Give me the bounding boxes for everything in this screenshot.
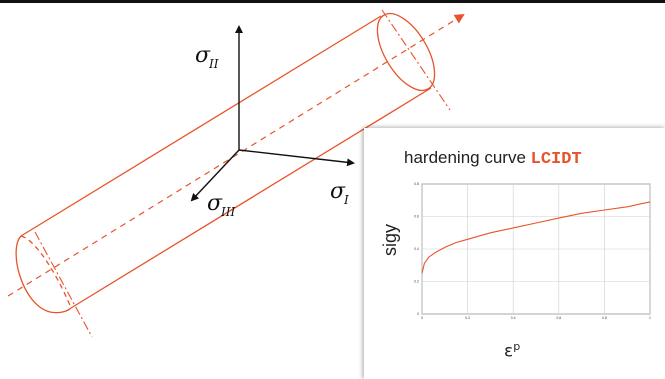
y-tick-label: 0 (417, 312, 419, 316)
sigma-II-subscript: II (208, 57, 219, 71)
x-tick-label: 0 (421, 316, 423, 320)
y-tick-label: 0.8 (414, 182, 419, 186)
inset-title: hardening curve LCIDT (404, 148, 582, 169)
x-tick-label: 0.4 (511, 316, 516, 320)
cylinder-start-cap-hidden (20, 235, 72, 309)
y-tick-label: 0.4 (414, 247, 419, 251)
hardening-curve-line (421, 201, 651, 274)
chart-ticks: 0 0.2 0.4 0.6 0.8 1 0 0.2 0.4 0.6 0.8 (414, 182, 651, 320)
inset-title-code: LCIDT (530, 150, 582, 169)
x-tick-label: 1 (649, 316, 651, 320)
cylinder-start-cap (15, 235, 72, 314)
sigma-I-symbol: σ (330, 179, 346, 204)
inset-xlabel: εp (504, 340, 520, 362)
y-tick-label: 0.2 (414, 280, 419, 284)
sigma-III-axis (190, 149, 240, 202)
hydrostatic-axis-arrow (7, 13, 465, 297)
x-tick-label: 0.8 (602, 316, 607, 320)
sigma-III-subscript: III (220, 205, 235, 219)
cylinder-top-edge (20, 15, 382, 237)
sigma-I-axis (238, 149, 355, 167)
cylinder-bottom-edge (70, 87, 432, 309)
inset-ylabel: sigy (380, 223, 400, 256)
inset-xlabel-base: ε (504, 341, 514, 362)
label-sigma-III: σ III (207, 191, 235, 219)
x-tick-label: 0.6 (556, 316, 561, 320)
inset-xlabel-sup: p (513, 340, 521, 353)
start-section-line (34, 231, 93, 338)
x-tick-label: 0.2 (465, 316, 470, 320)
principal-axes (190, 25, 355, 202)
inset-title-text: hardening curve (404, 148, 531, 167)
top-border (0, 0, 665, 3)
label-sigma-I: σ I (330, 179, 349, 207)
hardening-curve-chart: 0 0.2 0.4 0.6 0.8 1 0 0.2 0.4 0.6 0.8 (414, 182, 651, 320)
sigma-I-subscript: I (343, 193, 349, 207)
label-sigma-II: σ II (195, 43, 219, 71)
hardening-curve-inset: hardening curve LCIDT sigy 0 0.2 0.4 0.6 0.8… (364, 128, 665, 379)
y-tick-label: 0.6 (414, 215, 419, 219)
chart-grid (421, 183, 651, 315)
end-section-line (381, 9, 451, 111)
sigma-III-symbol: σ (207, 191, 223, 216)
sigma-II-symbol: σ (195, 43, 211, 68)
yield-cylinder (15, 12, 436, 314)
cylinder-end-ellipse (376, 12, 436, 92)
